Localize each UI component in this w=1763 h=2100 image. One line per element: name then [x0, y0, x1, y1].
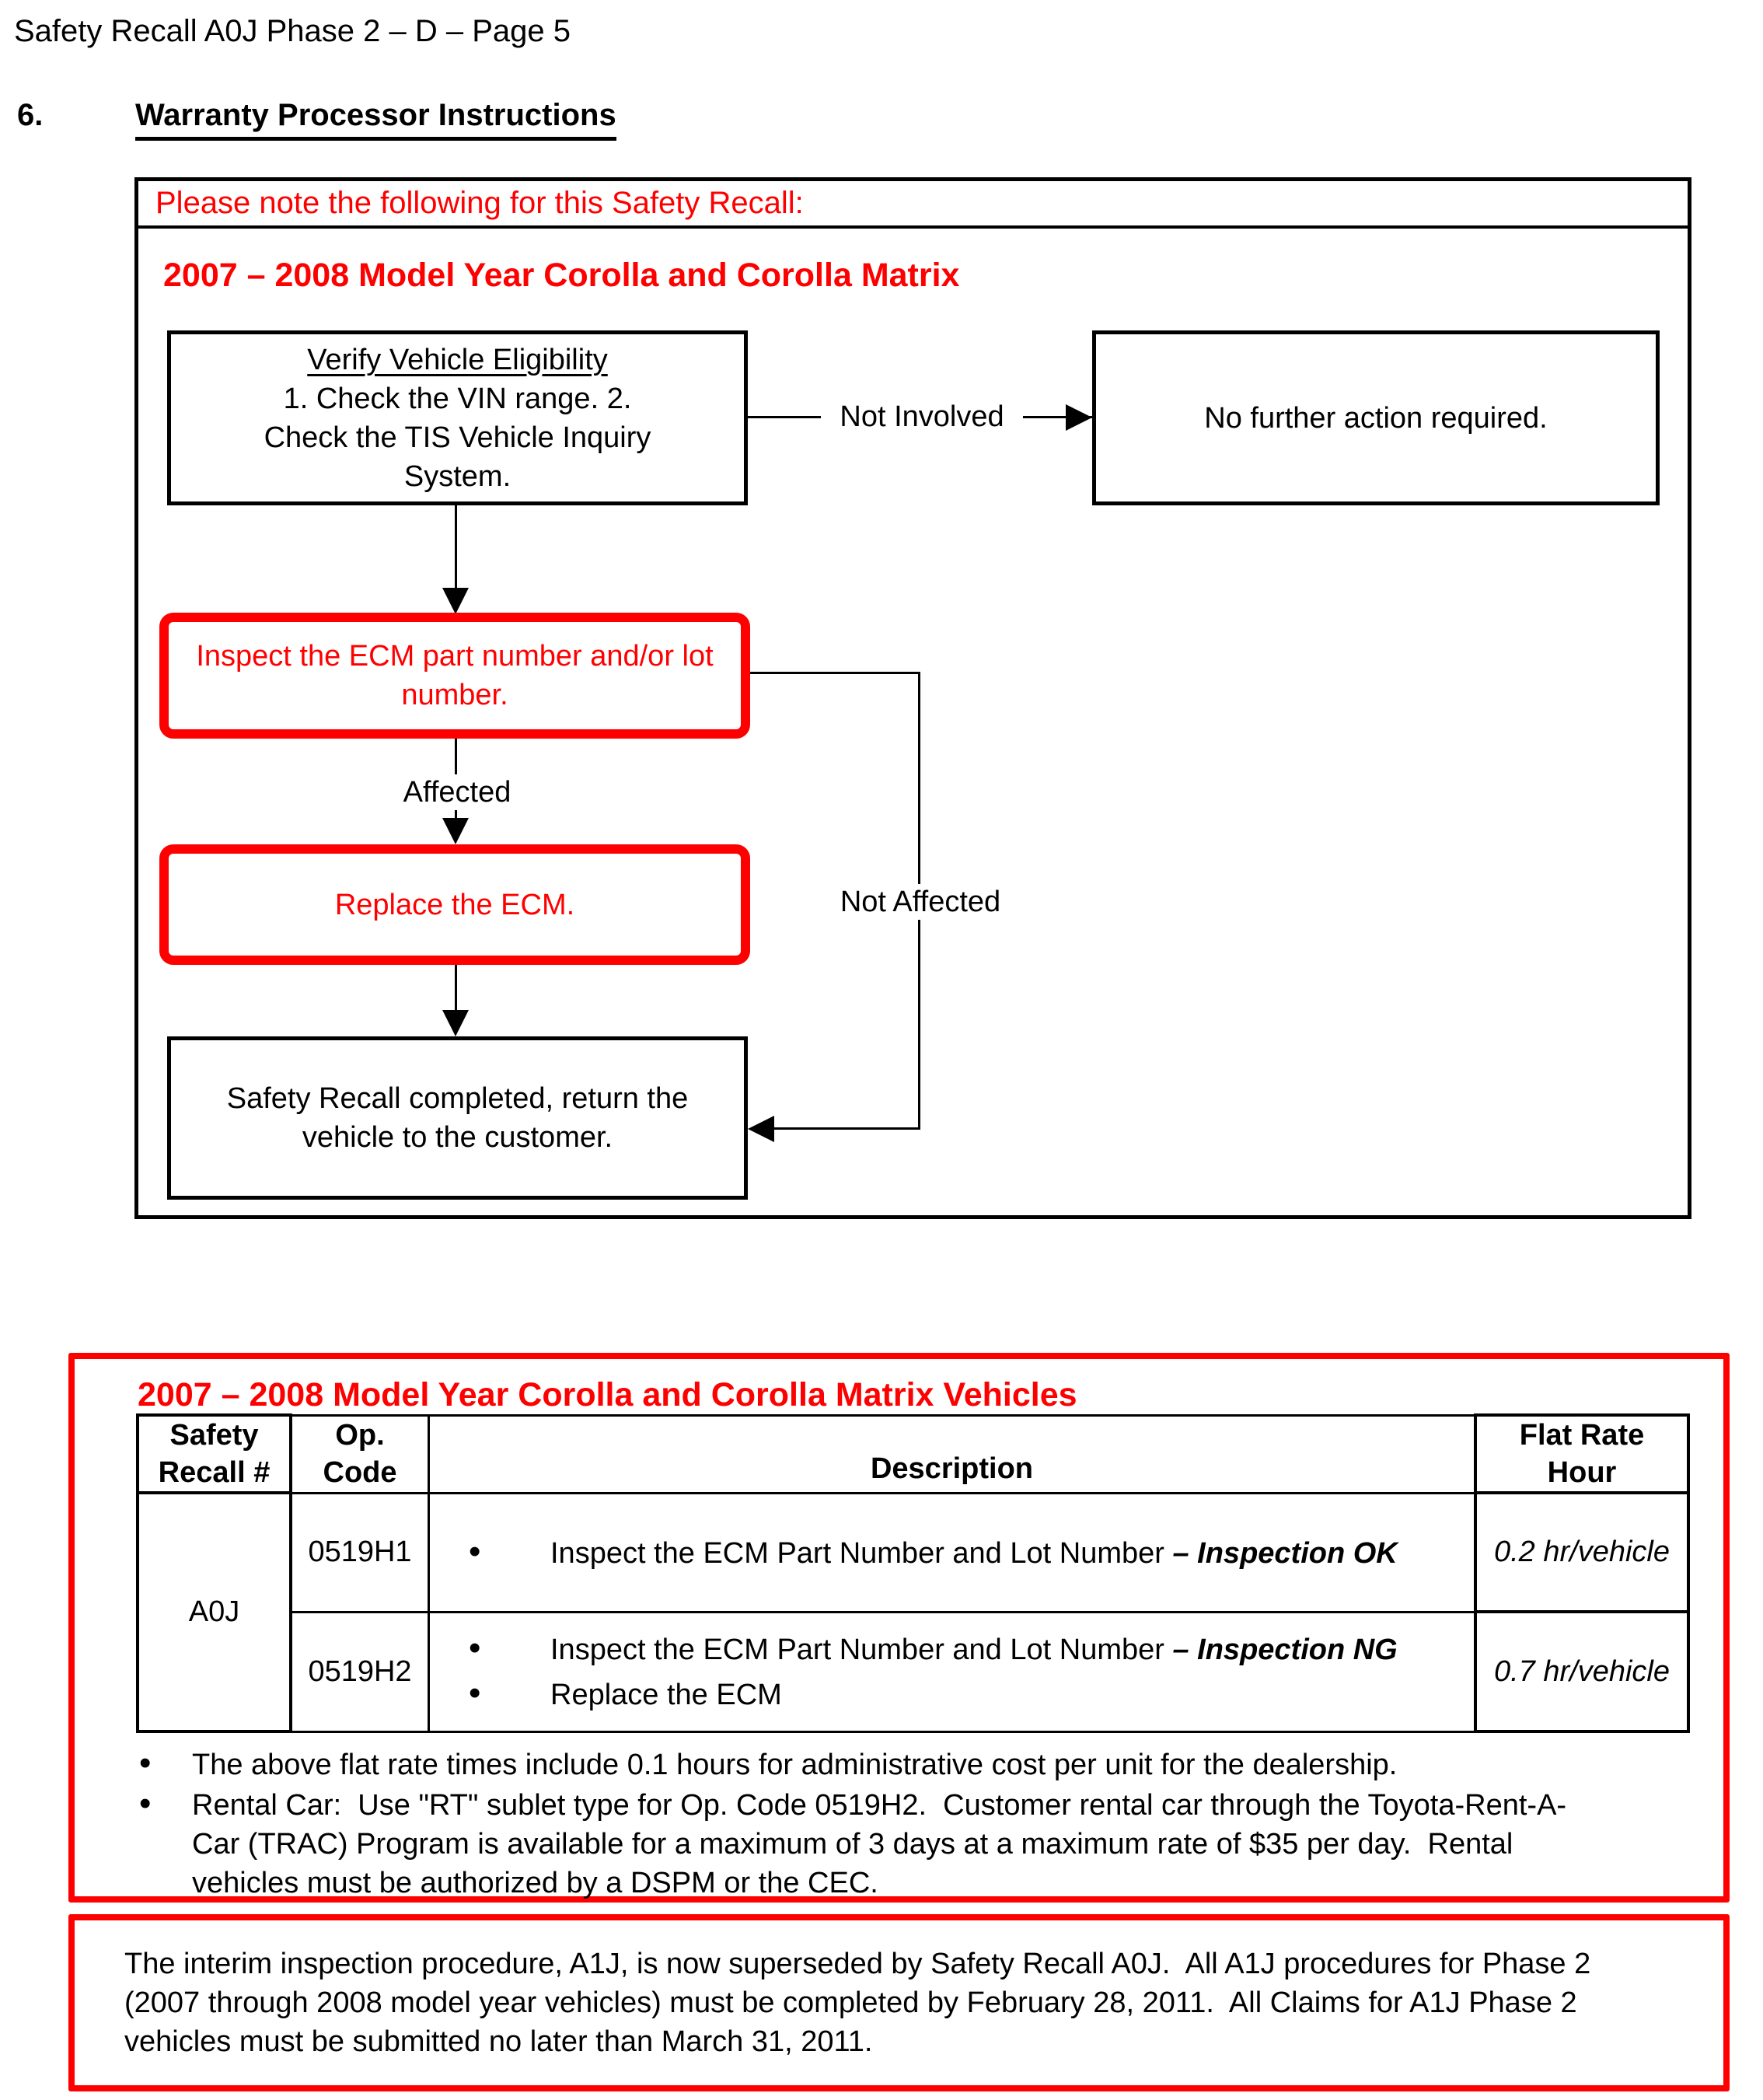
verify-step-2: 2. Check the TIS Vehicle Inquiry System. [264, 382, 651, 493]
label-affected: Affected [391, 774, 523, 810]
description-emphasis: – Inspection NG [1172, 1634, 1398, 1666]
verify-step-1: 1. Check the VIN range. [283, 382, 599, 415]
bullet-icon: • [139, 1784, 152, 1822]
cell-recall-id: A0J [136, 1491, 292, 1733]
cell-flat-rate-1: 0.2 hr/vehicle [1474, 1491, 1690, 1613]
cell-op-code-1: 0519H1 [289, 1491, 430, 1613]
section-title: Warranty Processor Instructions [135, 98, 616, 141]
cell-flat-rate-2: 0.7 hr/vehicle [1474, 1610, 1690, 1733]
warranty-section-title: 2007 – 2008 Model Year Corolla and Corol… [138, 1376, 1077, 1413]
verify-box-steps: 1. Check the VIN range. 2. Check the TIS… [256, 379, 660, 496]
cell-description-1: • Inspect the ECM Part Number and Lot Nu… [428, 1491, 1477, 1613]
bullet-icon: • [469, 1532, 481, 1571]
warranty-notes: • The above flat rate times include 0.1 … [139, 1744, 1723, 1903]
bullet-icon: • [469, 1629, 481, 1667]
warranty-section: 2007 – 2008 Model Year Corolla and Corol… [68, 1353, 1730, 1903]
note-text: The above flat rate times include 0.1 ho… [192, 1749, 1398, 1781]
connector-verify-to-inspect-line [455, 505, 457, 588]
flow-box-verify-eligibility: Verify Vehicle Eligibility 1. Check the … [167, 330, 748, 505]
bullet-icon: • [469, 1674, 481, 1712]
flow-box-inspect-ecm: Inspect the ECM part number and/or lot n… [159, 613, 750, 739]
no-action-text: No further action required. [1204, 401, 1548, 435]
description-text: Replace the ECM [550, 1679, 782, 1711]
description-emphasis: – Inspection OK [1172, 1536, 1398, 1570]
header-description: Description [428, 1413, 1477, 1494]
note-text: Rental Car: Use "RT" sublet type for Op.… [192, 1789, 1567, 1899]
connector-replace-to-completed-line [455, 965, 457, 1010]
description-text: Inspect the ECM Part Number and Lot Numb… [550, 1536, 1398, 1570]
flow-box-recall-completed: Safety Recall completed, return the vehi… [167, 1036, 748, 1200]
description-item: • Inspect the ECM Part Number and Lot Nu… [430, 1530, 1474, 1575]
arrow-down-icon [442, 1010, 469, 1036]
flowchart-note: Please note the following for this Safet… [138, 181, 1688, 229]
completed-box-text: Safety Recall completed, return the vehi… [226, 1082, 689, 1154]
interim-notice-text: The interim inspection procedure, A1J, i… [124, 1948, 1599, 2058]
arrow-left-icon [748, 1116, 774, 1142]
cell-description-2: • Inspect the ECM Part Number and Lot Nu… [428, 1610, 1477, 1733]
arrow-down-icon [442, 588, 469, 614]
label-not-involved: Not Involved [821, 399, 1023, 435]
replace-box-text: Replace the ECM. [334, 888, 575, 921]
flow-box-no-action: No further action required. [1092, 330, 1660, 505]
label-not-affected: Not Affected [827, 884, 1014, 920]
description-item: • Inspect the ECM Part Number and Lot Nu… [430, 1627, 1474, 1672]
verify-box-title: Verify Vehicle Eligibility [307, 343, 608, 376]
note-item: • Rental Car: Use "RT" sublet type for O… [139, 1784, 1723, 1903]
inspect-box-text: Inspect the ECM part number and/or lot n… [196, 640, 714, 711]
header-op-code: Op.Code [289, 1413, 430, 1494]
table-row: A0J 0519H1 • Inspect the ECM Part Number… [136, 1491, 1690, 1733]
flowchart-title: 2007 – 2008 Model Year Corolla and Corol… [163, 257, 960, 294]
description-item: • Replace the ECM [430, 1672, 1474, 1717]
arrow-down-icon [442, 818, 469, 844]
arrow-right-icon [1066, 404, 1092, 431]
page-header: Safety Recall A0J Phase 2 – D – Page 5 [14, 14, 571, 48]
flowchart-frame: Please note the following for this Safet… [134, 177, 1691, 1219]
description-text: Inspect the ECM Part Number and Lot Numb… [550, 1634, 1398, 1666]
section-number: 6. [17, 98, 44, 132]
note-item: • The above flat rate times include 0.1 … [139, 1744, 1723, 1784]
flow-box-replace-ecm: Replace the ECM. [159, 844, 750, 965]
bullet-icon: • [139, 1744, 152, 1782]
connector-into-completed-line [773, 1127, 920, 1130]
cell-op-code-2: 0519H2 [289, 1610, 430, 1733]
connector-inspect-right-line [750, 672, 920, 674]
table-row: 0519H2 • Inspect the ECM Part Number and… [138, 1610, 1690, 1733]
interim-notice-box: The interim inspection procedure, A1J, i… [68, 1914, 1730, 2091]
